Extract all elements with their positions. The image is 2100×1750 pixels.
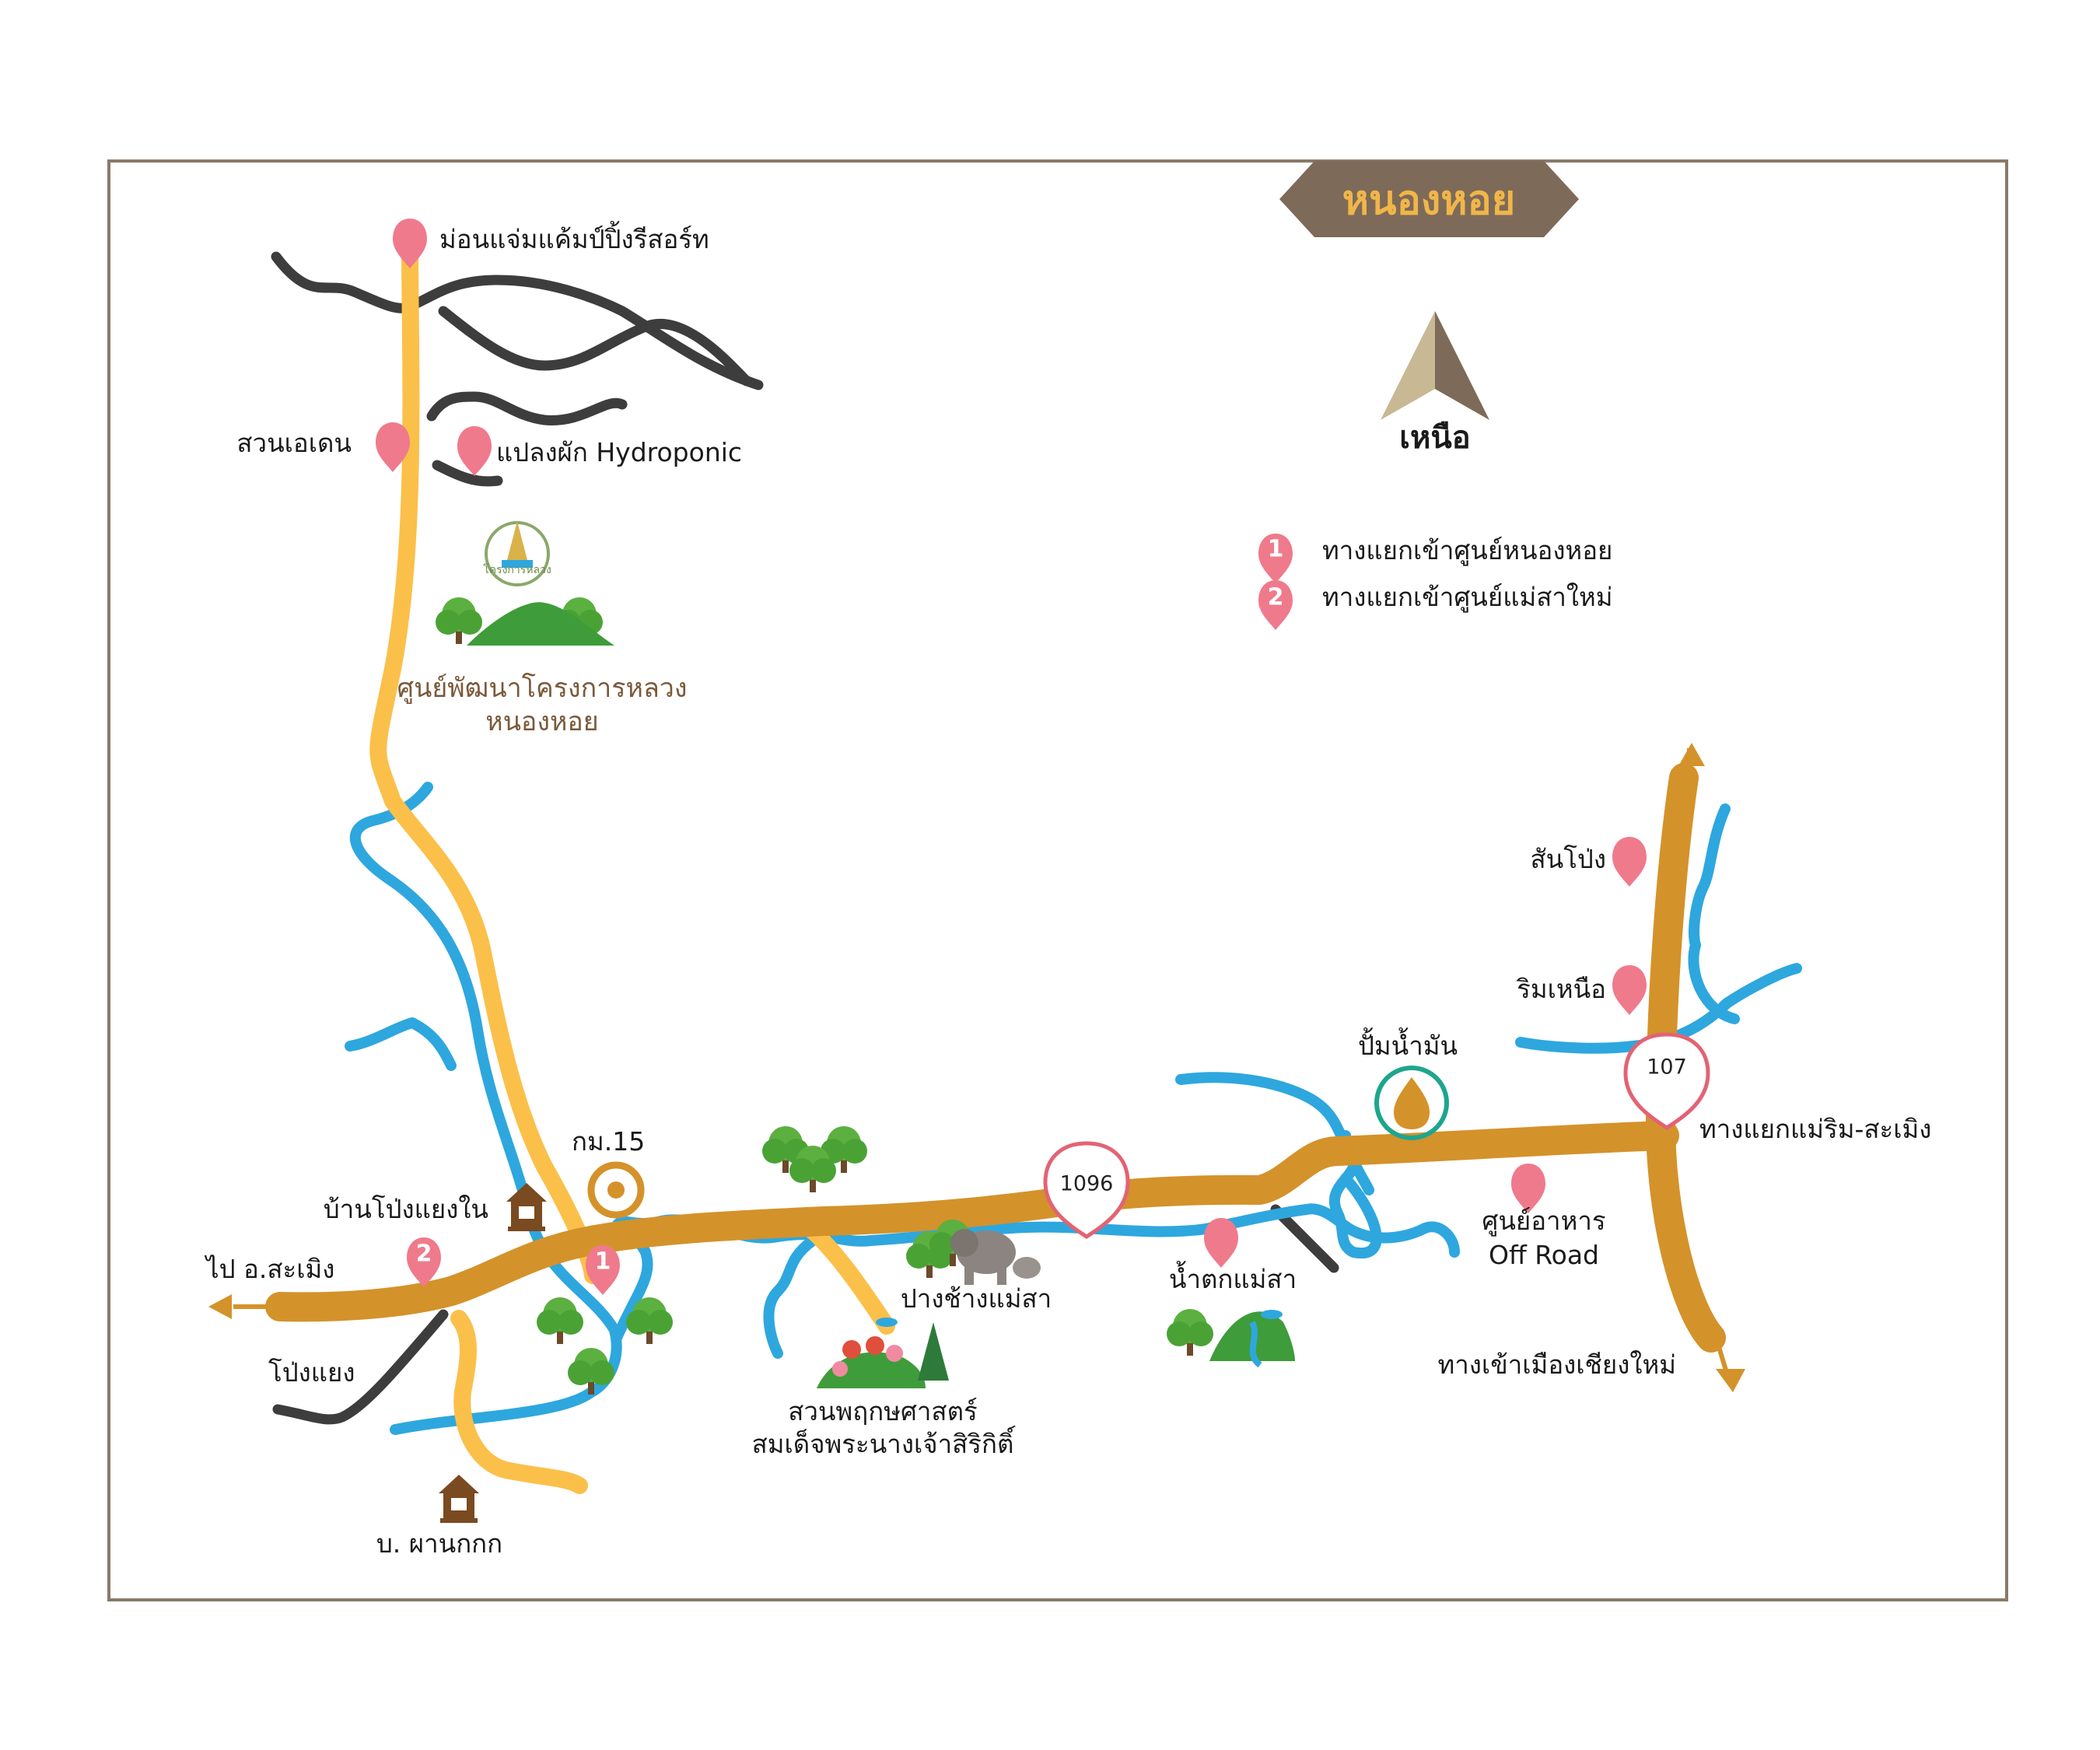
royal-project-hill-icon — [467, 602, 614, 646]
label-hydroponic: แปลงผัก Hydroponic — [496, 437, 743, 467]
label-pong-yaeng: โป่งแยง — [268, 1357, 355, 1388]
road-arrows — [208, 743, 1745, 1392]
road-shield-icons — [1043, 1032, 1710, 1239]
label-botanic-line2: สมเด็จพระนางเจ้าสิริกิติ์ — [751, 1429, 1014, 1459]
map-frame — [107, 159, 2008, 1601]
legend-number-2: 2 — [1267, 583, 1284, 611]
legend-label-2: ทางแยกเข้าศูนย์แม่สาใหม่ — [1322, 582, 1613, 612]
label-logo-text: โครงการหลวง — [483, 564, 551, 576]
gas-drop-icon — [1374, 1066, 1449, 1140]
label-resort: ม่อนแจ่มแค้มป์ปิ้งรีสอร์ท — [439, 224, 709, 254]
waterfall-icon — [1209, 1310, 1295, 1368]
label-san-pong: สันโป่ง — [1530, 844, 1607, 874]
house-icon — [506, 1183, 547, 1231]
arrow-north-icon — [1678, 743, 1705, 766]
label-km15: กม.15 — [572, 1126, 646, 1157]
label-center-line2: หนองหอย — [485, 706, 599, 737]
elephant-icon — [950, 1229, 1041, 1285]
road-shield-1096: 1096 — [1059, 1171, 1114, 1196]
label-gas-station: ปั้มน้ำมัน — [1357, 1031, 1458, 1061]
label-ban-pong-yaeng-nai: บ้านโป่งแยงใน — [323, 1194, 488, 1224]
km-target-icon — [587, 1161, 645, 1219]
label-center-line1: ศูนย์พัฒนาโครงการหลวง — [397, 673, 688, 704]
label-elephant-camp: ปางช้างแม่สา — [900, 1283, 1052, 1314]
flower-garden-icon — [817, 1318, 949, 1388]
royal-project-logo-icon — [485, 521, 550, 586]
north-label: เหนือ — [1399, 420, 1471, 456]
label-ban-phan-kok: บ. ผานกกก — [376, 1528, 503, 1559]
label-mae-sa-waterfall: น้ำตกแม่สา — [1168, 1264, 1297, 1294]
title-banner-shape — [1279, 161, 1579, 237]
junction-marker-1: 1 — [594, 1248, 611, 1276]
road-shield-107: 107 — [1647, 1055, 1687, 1080]
arrow-west-icon — [208, 1294, 232, 1319]
map-title: หนองหอย — [1342, 177, 1516, 224]
label-rim-nuea: ริมเหนือ — [1517, 974, 1606, 1004]
arrow-south-icon — [1716, 1369, 1745, 1392]
compass-north-icon — [1381, 311, 1489, 420]
label-to-chiang-mai: ทางเข้าเมืองเชียงใหม่ — [1437, 1349, 1676, 1380]
label-food-center-line1: ศูนย์อาหาร — [1482, 1206, 1606, 1236]
house-icon — [439, 1475, 479, 1523]
junction-marker-2: 2 — [415, 1240, 432, 1268]
legend-number-1: 1 — [1267, 535, 1284, 563]
label-eden: สวนเอเดน — [236, 428, 352, 458]
side-roads — [271, 251, 1339, 1425]
label-to-samoeng: ไป อ.สะเมิง — [206, 1254, 335, 1284]
label-food-center-line2: Off Road — [1488, 1240, 1600, 1270]
label-botanic-line1: สวนพฤกษศาสตร์ — [788, 1396, 978, 1426]
label-junction-mae-rim: ทางแยกแม่ริม-สะเมิง — [1699, 1114, 1932, 1144]
legend-label-1: ทางแยกเข้าศูนย์หนองหอย — [1322, 535, 1613, 565]
